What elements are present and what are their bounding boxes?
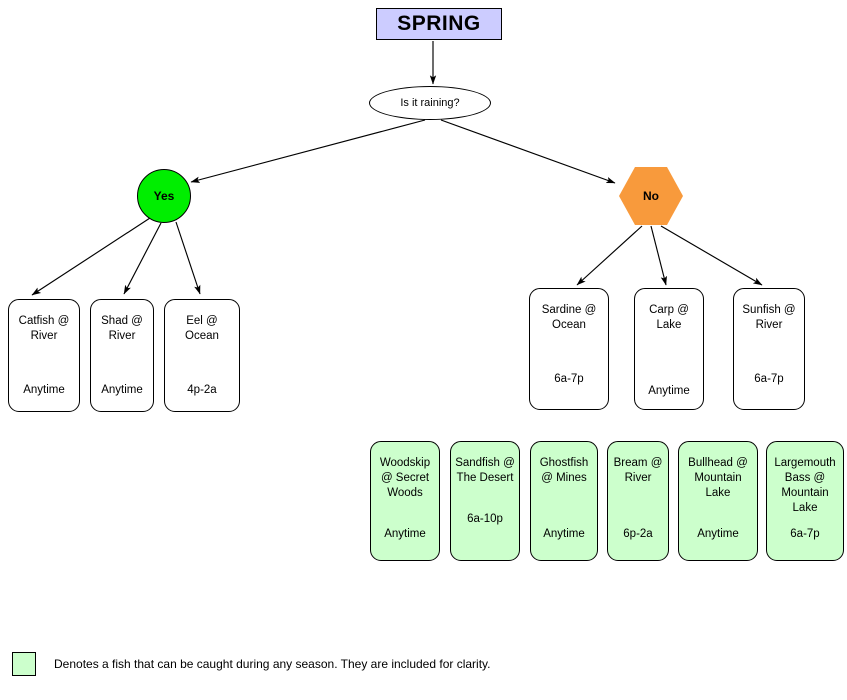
branch-node-yes-label: Yes [153, 189, 175, 203]
fish-name: Ghostfish @ Mines [539, 457, 589, 484]
legend-description: Denotes a fish that can be caught during… [54, 657, 491, 671]
edge-decision-to-no [440, 119, 616, 184]
fish-time: Anytime [101, 384, 143, 396]
fish-time: 6a-7p [790, 528, 820, 540]
fish-time: Anytime [543, 528, 585, 540]
decision-node-label: Is it raining? [400, 97, 460, 109]
edge-yes-to-catfish [31, 217, 151, 296]
fish-card-bullhead[interactable]: Bullhead @ Mountain Lake Anytime [678, 441, 758, 561]
fish-card-largemouth-bass[interactable]: Largemouth Bass @ Mountain Lake 6a-7p [766, 441, 844, 561]
branch-node-no[interactable]: No [619, 167, 683, 225]
hexagon-shape [619, 167, 683, 225]
fish-time: Anytime [648, 385, 690, 397]
edge-yes-to-eel [175, 221, 201, 295]
edge-yes-to-shad [123, 222, 162, 295]
fish-name: Eel @ Ocean [185, 315, 219, 342]
fish-time: 6a-10p [467, 513, 503, 525]
fish-card-sardine[interactable]: Sardine @ Ocean 6a-7p [529, 288, 609, 410]
fish-time: Anytime [384, 528, 426, 540]
fish-name: Shad @ River [101, 315, 143, 342]
fish-name: Woodskip @ Secret Woods [379, 457, 431, 499]
fish-time: Anytime [23, 384, 65, 396]
fish-card-catfish[interactable]: Catfish @ River Anytime [8, 299, 80, 412]
legend: Denotes a fish that can be caught during… [12, 652, 490, 676]
legend-color-swatch [12, 652, 36, 676]
fish-card-bream[interactable]: Bream @ River 6p-2a [607, 441, 669, 561]
fish-card-ghostfish[interactable]: Ghostfish @ Mines Anytime [530, 441, 598, 561]
fish-card-sunfish[interactable]: Sunfish @ River 6a-7p [733, 288, 805, 410]
fish-name: Sandfish @ The Desert [455, 457, 515, 484]
season-root-label: SPRING [397, 12, 481, 35]
fish-time: 4p-2a [187, 384, 217, 396]
fish-time: 6a-7p [554, 373, 584, 385]
edge-no-to-sardine [576, 225, 643, 286]
branch-node-yes[interactable]: Yes [137, 169, 191, 223]
fish-name: Sunfish @ River [742, 304, 796, 331]
fish-name: Largemouth Bass @ Mountain Lake [774, 457, 836, 514]
fish-name: Bream @ River [613, 457, 663, 484]
fish-name: Sardine @ Ocean [541, 304, 597, 331]
season-root-node[interactable]: SPRING [376, 8, 502, 40]
edge-no-to-carp [650, 225, 667, 286]
fish-time: 6p-2a [623, 528, 653, 540]
fish-name: Catfish @ River [18, 315, 70, 342]
branch-node-no-label: No [643, 189, 659, 203]
fish-card-woodskip[interactable]: Woodskip @ Secret Woods Anytime [370, 441, 440, 561]
edge-decision-to-yes [190, 119, 426, 183]
fish-card-shad[interactable]: Shad @ River Anytime [90, 299, 154, 412]
fish-card-eel[interactable]: Eel @ Ocean 4p-2a [164, 299, 240, 412]
fish-name: Carp @ Lake [649, 304, 689, 331]
fish-time: Anytime [697, 528, 739, 540]
fish-card-carp[interactable]: Carp @ Lake Anytime [634, 288, 704, 410]
fish-time: 6a-7p [754, 373, 784, 385]
fish-name: Bullhead @ Mountain Lake [688, 457, 748, 499]
edge-no-to-sunfish [660, 225, 763, 286]
decision-node-is-it-raining[interactable]: Is it raining? [369, 86, 491, 120]
fish-card-sandfish[interactable]: Sandfish @ The Desert 6a-10p [450, 441, 520, 561]
